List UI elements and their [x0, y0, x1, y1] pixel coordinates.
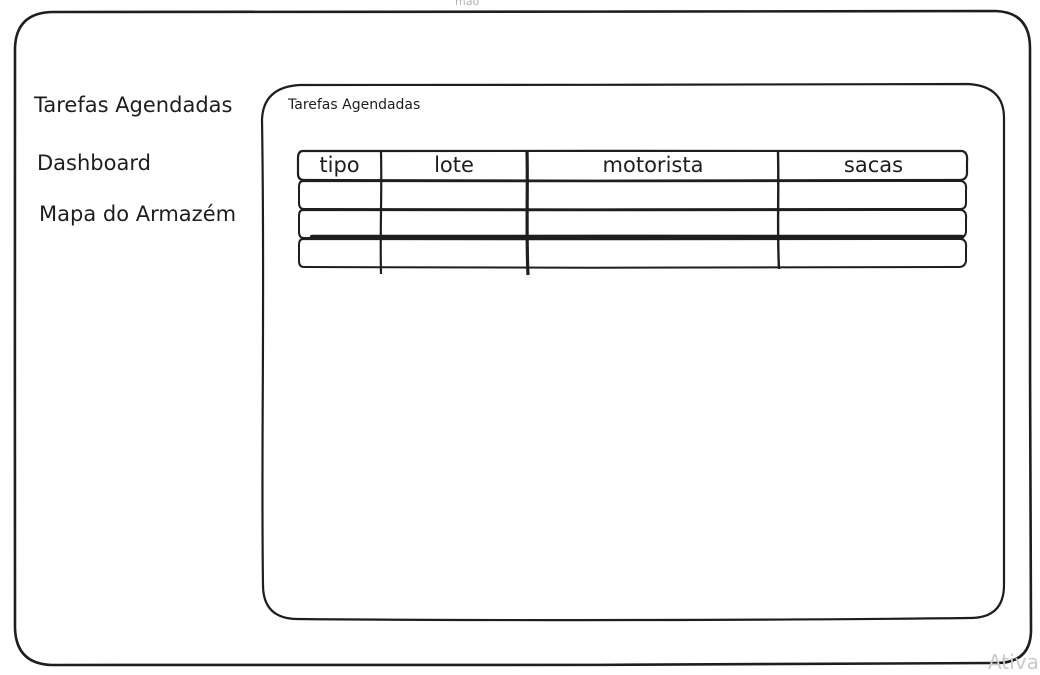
column-header-lote[interactable]: lote [434, 153, 474, 177]
sidebar-item-mapa-do-armazem[interactable]: Mapa do Armazém [39, 202, 237, 226]
table-cell[interactable] [527, 239, 779, 267]
column-header-sacas[interactable]: sacas [843, 153, 904, 177]
table-cell[interactable] [381, 239, 527, 267]
panel-title: Tarefas Agendadas [288, 97, 421, 113]
sidebar-item-tarefas-agendadas[interactable]: Tarefas Agendadas [34, 93, 233, 117]
table-cell[interactable] [779, 239, 968, 267]
table-cell[interactable] [381, 210, 527, 238]
column-header-tipo[interactable]: tipo [319, 153, 360, 177]
scheduled-tasks-table: tipo lote motorista sacas [298, 151, 968, 268]
table-cell[interactable] [779, 181, 968, 209]
table-cell[interactable] [527, 210, 779, 238]
table-cell[interactable] [298, 181, 381, 209]
column-header-motorista[interactable]: motorista [602, 153, 704, 177]
table-cell[interactable] [298, 210, 381, 238]
table-cell[interactable] [779, 210, 968, 238]
cropped-corner-label: Ativa [988, 650, 1039, 674]
cropped-top-label: mão [455, 0, 480, 8]
table-cell[interactable] [298, 239, 381, 267]
table-cell[interactable] [527, 181, 779, 209]
table-cell[interactable] [381, 181, 527, 209]
sidebar-item-dashboard[interactable]: Dashboard [37, 151, 151, 175]
